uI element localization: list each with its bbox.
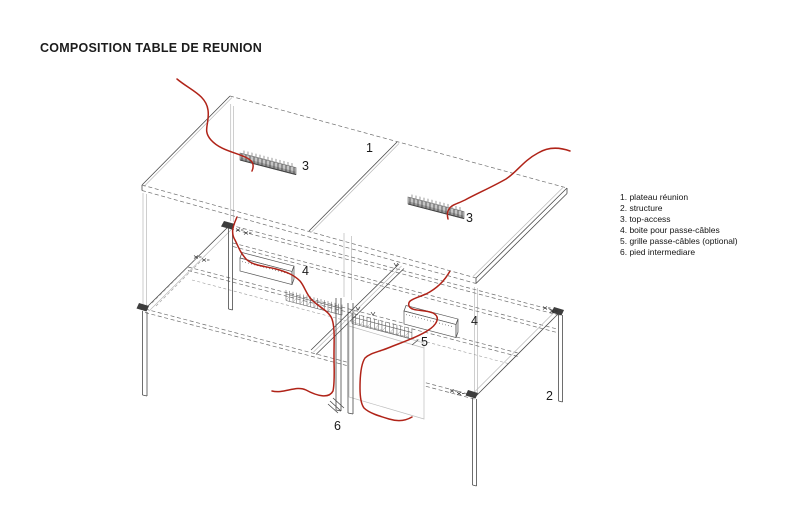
part-label-structure: 2 [546,389,553,403]
legend-item-2: 2. structure [620,202,663,213]
leg-back-right [558,314,563,403]
table-top: 1 3 3 [141,78,571,284]
part-label-top-access-left: 3 [302,159,309,173]
structure-frame: 2 4 4 5 6 [136,104,564,487]
legend-item-5: 5. grille passe-câbles (optional) [620,235,738,246]
part-label-intermediate-leg: 6 [334,419,341,433]
top-access-slot-right [407,192,465,220]
center-panel [348,320,425,420]
frame-end-rails [144,224,561,397]
legend-item-6: 6. pied intermediare [620,246,696,257]
parts-legend: 1. plateau réunion 2. structure 3. top-a… [620,192,795,257]
table-top-outline [141,95,568,284]
legend-item-1: 1. plateau réunion [620,192,689,202]
cables-structure [231,216,451,422]
frame-corner-brackets [136,221,564,399]
part-label-plateau: 1 [366,141,373,155]
top-access-slot-left [239,148,297,176]
cable-path [176,78,254,172]
label-5-leader [411,339,419,346]
alignment-lines [142,104,478,393]
part-label-box-left: 4 [302,264,309,278]
cables-top [176,78,571,220]
cable-path [446,147,571,220]
legend-item-3: 3. top-access [620,213,671,224]
table-top-joint [308,141,400,233]
cable-path [231,216,335,397]
leg-front-left [142,311,148,397]
page-title: COMPOSITION TABLE DE REUNION [40,41,263,55]
leg-front-right [472,398,477,487]
intermediate-leg [327,298,354,415]
part-label-top-access-right: 3 [466,211,473,225]
leg-back-left [228,228,233,311]
legend-item-4: 4. boite pour passe-câbles [620,224,720,235]
part-label-box-right: 4 [471,314,478,328]
cable-path [359,270,451,422]
part-label-grille: 5 [421,335,428,349]
